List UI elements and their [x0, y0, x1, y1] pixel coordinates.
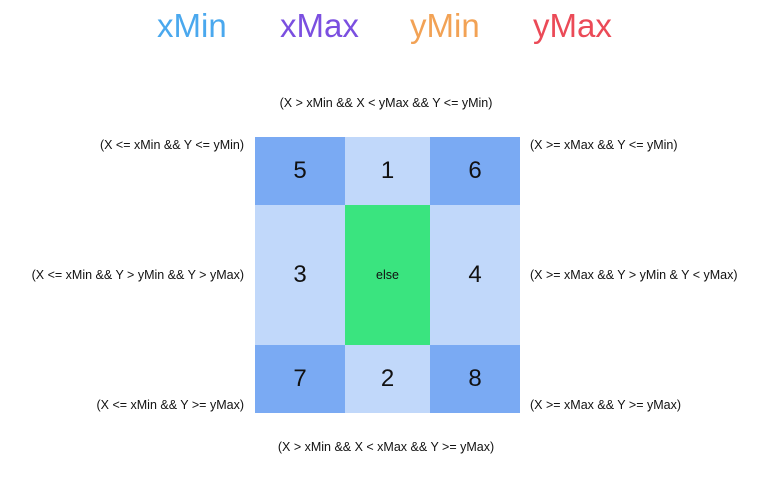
legend-ymax: yMax: [533, 7, 612, 44]
condition-bottom-left: (X <= xMin && Y >= yMax): [96, 398, 244, 412]
region-cell-7: 7: [255, 345, 345, 413]
legend-xmax: xMax: [280, 7, 359, 44]
region-cell-else: else: [345, 205, 430, 345]
condition-top: (X > xMin && X < yMax && Y <= yMin): [279, 96, 493, 110]
region-cell-8: 8: [430, 345, 520, 413]
region-cell-6: 6: [430, 137, 520, 205]
condition-top-left: (X <= xMin && Y <= yMin): [99, 138, 244, 152]
condition-top-right: (X >= xMax && Y <= yMin): [530, 138, 678, 152]
legend-xmin: xMin: [157, 7, 227, 44]
region-cell-2: 2: [345, 345, 430, 413]
condition-middle-left: (X <= xMin && Y > yMin && Y > yMax): [31, 268, 244, 282]
region-cell-5: 5: [255, 137, 345, 205]
region-cell-1: 1: [345, 137, 430, 205]
condition-bottom: (X > xMin && X < xMax && Y >= yMax): [277, 440, 495, 454]
condition-bottom-right: (X >= xMax && Y >= yMax): [530, 398, 681, 412]
legend-ymin: yMin: [410, 7, 480, 44]
condition-middle-right: (X >= xMax && Y > yMin & Y < yMax): [530, 268, 738, 282]
region-cell-3: 3: [255, 205, 345, 345]
region-cell-4: 4: [430, 205, 520, 345]
